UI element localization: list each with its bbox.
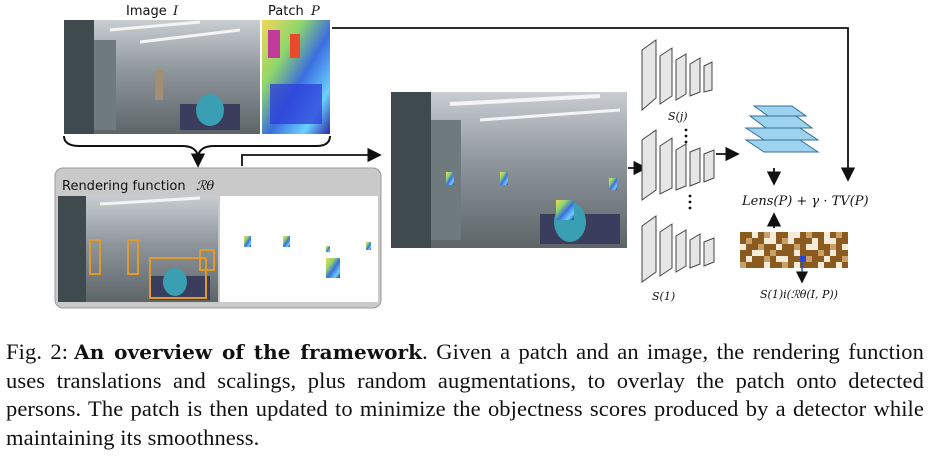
heatmap-cell [830, 250, 836, 256]
heatmap-cell [776, 244, 782, 250]
heatmap-cell [830, 238, 836, 244]
patch-feedback-arrow [332, 27, 856, 182]
detector-branch-j: S(j) [641, 39, 713, 123]
heatmap-cell [770, 250, 776, 256]
input-image [64, 20, 260, 134]
heatmap-cell [776, 256, 782, 262]
bbox-1 [89, 239, 101, 275]
ellipsis-bottom [688, 194, 692, 210]
heatmap-cell [818, 262, 824, 268]
heatmap-cell [788, 232, 794, 238]
heatmap-cell [764, 232, 770, 238]
heatmap-cell [758, 244, 764, 250]
framework-diagram: Image I Patch P Rendering function ℛθ [54, 4, 869, 309]
heatmap-cell [794, 250, 800, 256]
heatmap-cell [752, 250, 758, 256]
loss-expression: Lens(P) + γ · TV(P) [741, 194, 869, 209]
caption-bold-title: An overview of the framework [74, 340, 423, 364]
heatmap-cell [770, 238, 776, 244]
image-label: Image I [126, 4, 179, 19]
ellipsis-top [684, 128, 688, 144]
svg-text:I: I [172, 4, 179, 19]
heatmap-cell [800, 256, 806, 262]
heatmap-cell [806, 256, 812, 262]
heatmap-cell [824, 256, 830, 262]
heatmap-cell [782, 238, 788, 244]
rendering-label: Rendering function [62, 179, 186, 194]
heatmap-cell [782, 262, 788, 268]
score-label: S(1)i(ℛθ(I, P)) [760, 288, 838, 301]
bbox-3 [149, 257, 207, 299]
heatmap-cell [746, 238, 752, 244]
render-arrow [241, 147, 382, 166]
svg-text:S(1): S(1) [652, 290, 675, 303]
svg-text:Patch: Patch [268, 4, 304, 19]
heatmap-cell [836, 262, 842, 268]
heatmap-cell [746, 256, 752, 262]
svg-text:Image: Image [126, 4, 167, 19]
heatmap-cell [842, 256, 848, 262]
svg-text:P: P [310, 4, 320, 19]
heatmap-cell [836, 232, 842, 238]
rendered-image [391, 92, 627, 248]
heatmap-cell [794, 232, 800, 238]
heatmap-cell [764, 262, 770, 268]
heatmap-cell [806, 232, 812, 238]
detector-branch-mid [641, 129, 715, 201]
caption-figure-label: Fig. 2: [6, 339, 69, 364]
heatmap-cell [764, 238, 770, 244]
patch-label: Patch P [268, 4, 320, 19]
bbox-2 [127, 239, 139, 275]
heatmap-cell [758, 250, 764, 256]
patch-image [262, 20, 330, 134]
heatmap-cell [824, 238, 830, 244]
heatmap-cell [830, 244, 836, 250]
heatmap-cell [842, 244, 848, 250]
caption-text: . Given a patch and an image, the render… [6, 339, 925, 450]
rendering-symbol: ℛθ [196, 179, 214, 194]
input-brace [63, 135, 331, 157]
svg-text:S(j): S(j) [668, 110, 688, 123]
bbox-4 [199, 249, 215, 271]
heatmap-cell [740, 244, 746, 250]
heatmap-cell [752, 232, 758, 238]
heatmap-cell [740, 262, 746, 268]
detector-branch-1: S(1) [641, 215, 715, 303]
detection-head-layers [744, 105, 820, 153]
heatmap-cell [812, 238, 818, 244]
heatmap-cell [794, 244, 800, 250]
heatmap-cell [824, 232, 830, 238]
heatmap-cell [818, 250, 824, 256]
heatmap-cell [788, 238, 794, 244]
heatmap-cell [764, 256, 770, 262]
rendering-function-box: Rendering function ℛθ [54, 167, 382, 309]
heatmap-cell [806, 244, 812, 250]
objectness-heatmap [740, 232, 848, 268]
heatmap-cell [782, 256, 788, 262]
figure-caption: Fig. 2:An overview of the framework. Giv… [6, 338, 924, 452]
heatmap-cell [812, 244, 818, 250]
heatmap-cell [770, 232, 776, 238]
heatmap-cell [794, 262, 800, 268]
